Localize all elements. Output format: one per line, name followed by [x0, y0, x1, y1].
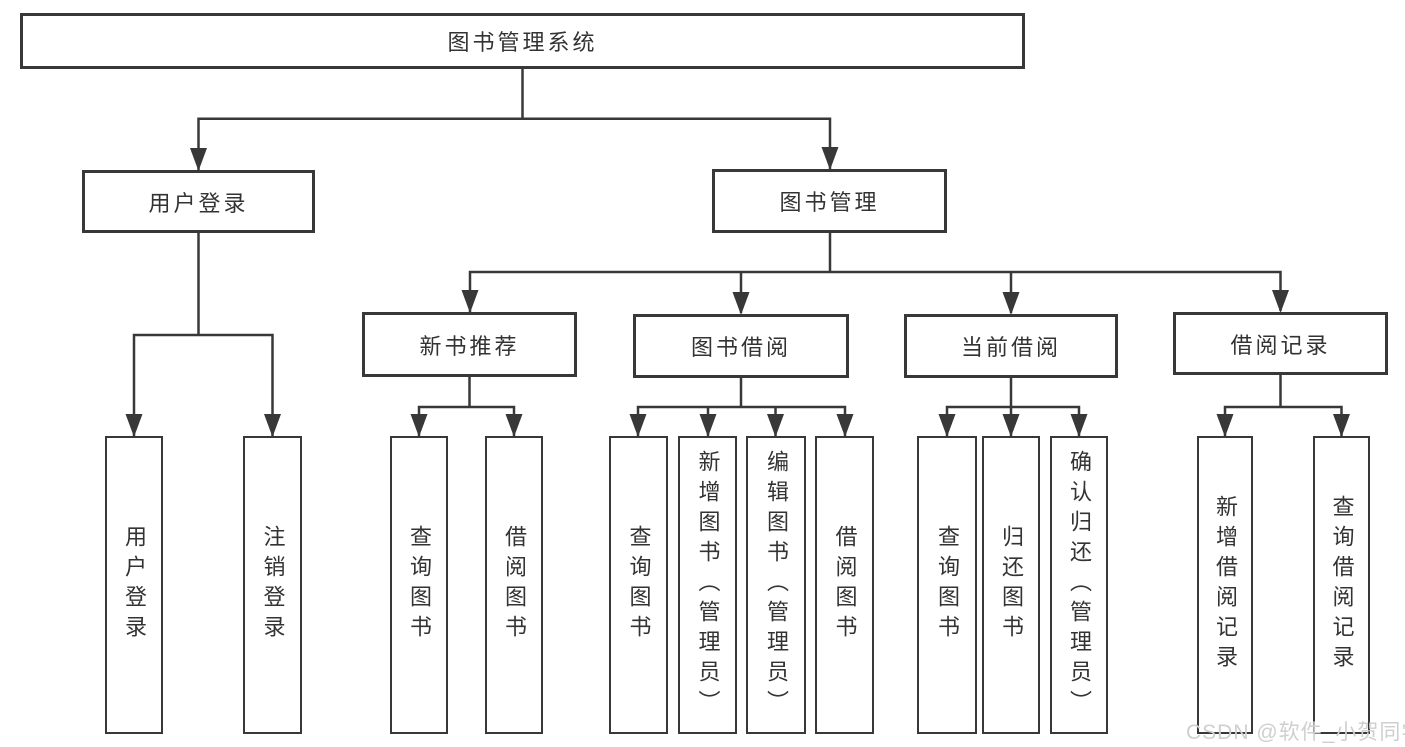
node-book-management: 图书管理 — [712, 169, 947, 233]
leaf-newbook-query-books: 查询图书 — [390, 436, 448, 734]
leaf-borrow-add-books-admin: 新增图书（管理员） — [678, 436, 737, 734]
leaf-current-query-books: 查询图书 — [917, 436, 977, 734]
connector-newbook-branch — [417, 405, 516, 436]
node-user-login: 用户登录 — [82, 170, 315, 233]
node-book-borrow: 图书借阅 — [633, 314, 849, 378]
node-borrow-records: 借阅记录 — [1173, 312, 1388, 375]
leaf-borrow-borrow-books: 借阅图书 — [815, 436, 874, 734]
leaf-logout: 注销登录 — [243, 436, 302, 734]
connector-user-branch — [132, 333, 274, 436]
connector-borrow-branch — [636, 405, 847, 436]
arrowheads — [125, 147, 1350, 437]
leaf-current-return-books: 归还图书 — [982, 436, 1040, 734]
connector-mgmt-branch — [468, 270, 1282, 312]
leaf-records-add-record: 新增借阅记录 — [1197, 436, 1253, 734]
leaf-user-login: 用户登录 — [105, 436, 163, 734]
leaf-newbook-borrow-books: 借阅图书 — [485, 436, 543, 734]
leaf-borrow-query-books: 查询图书 — [609, 436, 668, 734]
connector-records-branch — [1223, 405, 1343, 436]
node-new-book-recommend: 新书推荐 — [362, 312, 577, 377]
leaf-current-confirm-return-admin: 确认归还（管理员） — [1050, 436, 1108, 734]
csdn-watermark: CSDN @软件_小贺同学 — [1186, 721, 1405, 744]
leaf-borrow-edit-books-admin: 编辑图书（管理员） — [746, 436, 806, 734]
node-current-borrow: 当前借阅 — [904, 314, 1118, 378]
leaf-records-query-record: 查询借阅记录 — [1313, 436, 1370, 734]
node-system-root: 图书管理系统 — [20, 13, 1025, 69]
connector-root-branch — [197, 117, 832, 170]
